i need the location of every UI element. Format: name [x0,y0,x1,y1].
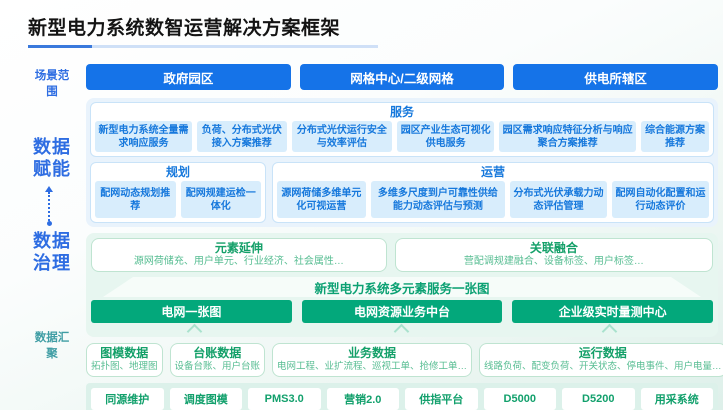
chevron-up-icon [601,323,618,340]
chevron-row [91,323,713,340]
governance-row: 元素延伸 源网荷储充、用户单元、行业经济、社会属性… 关联融合 营配调规建融合、… [91,238,713,272]
association-fusion-desc: 营配调规建融合、设备标签、用户标签… [463,256,644,267]
service-chip: 负荷、分布式光伏接入方案推荐 [196,121,287,152]
services-title: 服务 [389,105,414,119]
scene-row: 政府园区 网格中心/二级网格 供电所辖区 [86,64,719,90]
system-chip: D5000 [483,388,556,410]
business-data-box: 业务数据 电网工程、业扩流程、巡视工单、抢修工单… [272,343,473,377]
ledger-data-title: 台账数据 [193,346,242,360]
element-extension-box: 元素延伸 源网荷储充、用户单元、行业经济、社会属性… [91,238,387,272]
rail-label-scene-scope: 场景范围 [34,70,70,98]
services-chips: 新型电力系统全量需求响应服务 负荷、分布式光伏接入方案推荐 分布式光伏运行安全与… [95,121,709,152]
service-chip: 新型电力系统全量需求响应服务 [95,121,192,152]
platform-grid-one-map: 电网一张图 [91,300,292,323]
system-chip: 同源维护 [91,388,164,410]
one-map-banner: 新型电力系统多元素服务一张图 [103,277,701,297]
system-chip: 供指平台 [405,388,478,410]
up-dotted-arrow-icon [43,186,55,226]
system-chip: PMS3.0 [248,388,321,410]
data-governance-panel: 元素延伸 源网荷储充、用户单元、行业经济、社会属性… 关联融合 营配调规建融合、… [86,233,718,340]
operation-data-title: 运行数据 [578,346,627,360]
graph-model-data-desc: 拓扑图、地理图 [91,361,158,372]
platform-row: 电网一张图 电网资源业务中台 企业级实时量测中心 [91,300,714,323]
element-extension-title: 元素延伸 [214,241,263,255]
system-chip: 调度图模 [169,388,242,410]
scene-grid-center: 网格中心/二级网格 [299,64,505,90]
planning-chip: 配网动态规划推荐 [95,181,176,218]
operations-chip: 源网荷储多维单元化可视运营 [277,181,366,218]
rail-label-data-governance: 数据治理 [33,231,71,273]
element-extension-desc: 源网荷储充、用户单元、行业经济、社会属性… [133,256,344,267]
planning-operations-row: 规划 配网动态规划推荐 配网规建运检一体化 运营 源网荷储多维单元化可视运营 多… [90,162,714,223]
system-chip: D5200 [562,388,635,410]
service-chip: 园区需求响应特征分析与响应聚合方案推荐 [499,121,637,152]
platform-grid-resource-middle-platform: 电网资源业务中台 [301,300,503,323]
platform-realtime-measurement-center: 企业级实时量测中心 [512,300,714,323]
system-chip: 用采系统 [640,388,713,410]
data-empower-panel: 服务 新型电力系统全量需求响应服务 负荷、分布式光伏接入方案推荐 分布式光伏运行… [86,98,718,227]
operations-chip: 配网自动化配置和运行动态评价 [611,181,709,218]
main-content: 政府园区 网格中心/二级网格 供电所辖区 服务 新型电力系统全量需求响应服务 负… [86,64,723,410]
association-fusion-title: 关联融合 [529,241,578,255]
aggregation-row: 图模数据 拓扑图、地理图 台账数据 设备台账、用户台账 业务数据 电网工程、业扩… [86,343,723,377]
planning-chip: 配网规建运检一体化 [180,181,261,218]
service-chip: 分布式光伏运行安全与效率评估 [291,121,393,152]
operations-chips: 源网荷储多维单元化可视运营 多维多尺度到户可靠性供给能力动态评估与预测 分布式光… [277,181,709,218]
planning-chips: 配网动态规划推荐 配网规建运检一体化 [95,181,261,218]
operations-title: 运营 [480,165,505,179]
rail-label-data-empower: 数据赋能 [33,137,71,179]
graph-model-data-box: 图模数据 拓扑图、地理图 [86,343,163,377]
chevron-up-icon [394,323,410,340]
source-systems-strip: 同源维护 调度图模 PMS3.0 营销2.0 供指平台 D5000 D5200 … [86,383,718,410]
association-fusion-box: 关联融合 营配调规建融合、设备标签、用户标签… [394,238,713,272]
operations-chip: 分布式光伏承载力动态评估管理 [509,181,607,218]
ledger-data-box: 台账数据 设备台账、用户台账 [169,343,266,377]
slide-title: 新型电力系统数智运营解决方案框架 [28,18,341,39]
rail-label-data-aggregation: 数据汇聚 [34,332,70,360]
business-data-desc: 电网工程、业扩流程、巡视工单、抢修工单… [277,361,468,372]
planning-box: 规划 配网动态规划推荐 配网规建运检一体化 [90,162,266,223]
graph-model-data-title: 图模数据 [100,346,149,360]
services-box: 服务 新型电力系统全量需求响应服务 负荷、分布式光伏接入方案推荐 分布式光伏运行… [90,102,714,157]
service-chip: 综合能源方案推荐 [641,121,709,152]
operation-data-box: 运行数据 线路负荷、配变负荷、开关状态、停电事件、用户电量… [479,343,723,377]
title-underline [28,45,378,48]
scene-government-park: 政府园区 [86,64,291,90]
ledger-data-desc: 设备台账、用户台账 [174,361,261,372]
planning-title: 规划 [165,165,190,179]
operations-box: 运营 源网荷储多维单元化可视运营 多维多尺度到户可靠性供给能力动态评估与预测 分… [272,162,714,223]
operation-data-desc: 线路负荷、配变负荷、开关状态、停电事件、用户电量… [484,361,722,372]
chevron-up-icon [186,323,203,340]
service-chip: 园区产业生态可视化供电服务 [397,121,495,152]
operations-chip: 多维多尺度到户可靠性供给能力动态评估与预测 [370,181,505,218]
scene-power-supply-district: 供电所辖区 [513,64,719,90]
business-data-title: 业务数据 [348,346,397,360]
system-chip: 营销2.0 [326,388,399,410]
